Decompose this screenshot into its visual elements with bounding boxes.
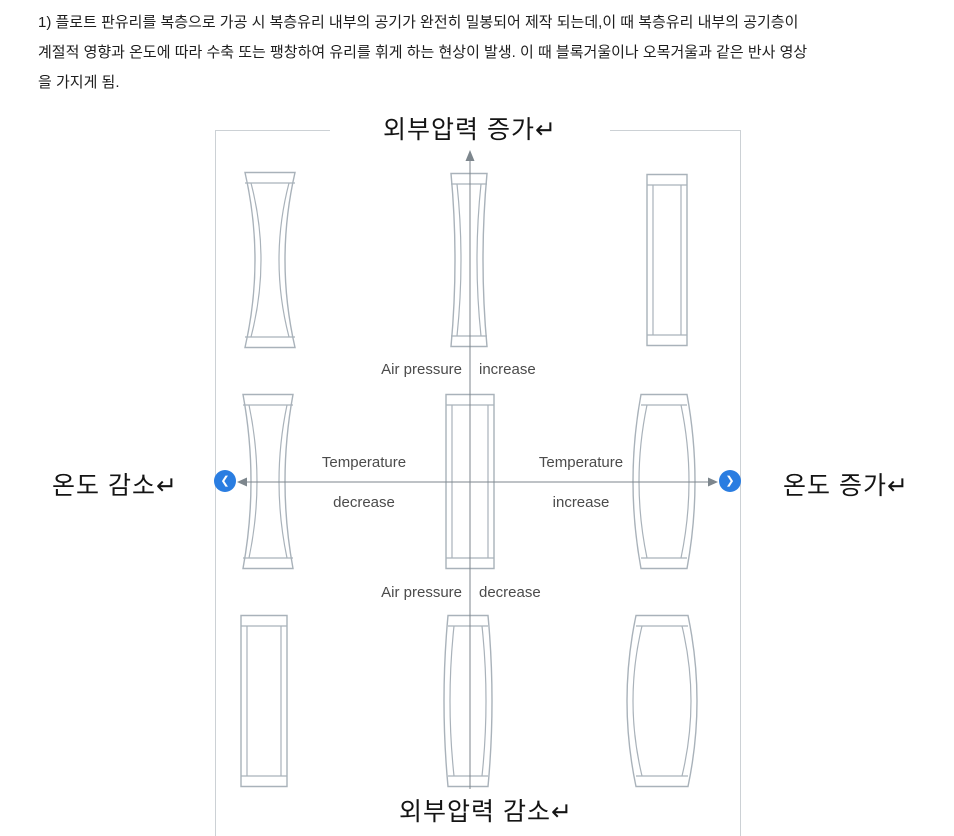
glass-panel-convex-slight [432,614,504,793]
glass-panel-convex-strong [620,614,704,793]
air-pressure-top-label: Air pressure [381,361,462,378]
decrease-left-label: decrease [333,494,395,511]
diagram-title-bottom: 외부압력 감소↵ [346,792,626,828]
diagram-label-left: 온도 감소↵ [52,472,178,500]
glass-panel-flat [225,614,303,793]
diagram-title-top: 외부압력 증가↵ [330,110,610,146]
chevron-right-button[interactable]: ❯ [719,470,741,492]
increase-top-label: increase [479,361,536,378]
diagram-label-right: 온도 증가↵ [783,472,909,500]
decrease-bottom-label: decrease [479,584,541,601]
chevron-right-icon: ❯ [725,474,735,487]
glass-panel-flat [631,173,703,352]
chevron-left-button[interactable]: ❮ [214,470,236,492]
chevron-left-icon: ❮ [220,474,230,487]
increase-right-label: increase [552,494,610,511]
temperature-right-label: Temperature [538,454,624,471]
paragraph-line: 을 가지게 됨. [38,74,120,91]
glass-panel-flat [430,393,510,575]
glass-panel-concave-slight [435,172,503,353]
paragraph-line: 1) 플로트 판유리를 복층으로 가공 시 복층유리 내부의 공기가 완전히 밀… [38,14,799,31]
body-paragraph: 1) 플로트 판유리를 복층으로 가공 시 복층유리 내부의 공기가 완전히 밀… [38,8,944,98]
paragraph-line: 계절적 영향과 온도에 따라 수축 또는 팽창하여 유리를 휘게 하는 현상이 … [38,44,808,61]
glass-panel-concave-strong [229,171,311,354]
glass-panel-concave-medium [227,393,309,575]
air-pressure-bottom-label: Air pressure [381,584,462,601]
glass-panel-convex-medium [625,393,703,575]
temperature-left-label: Temperature [321,454,407,471]
